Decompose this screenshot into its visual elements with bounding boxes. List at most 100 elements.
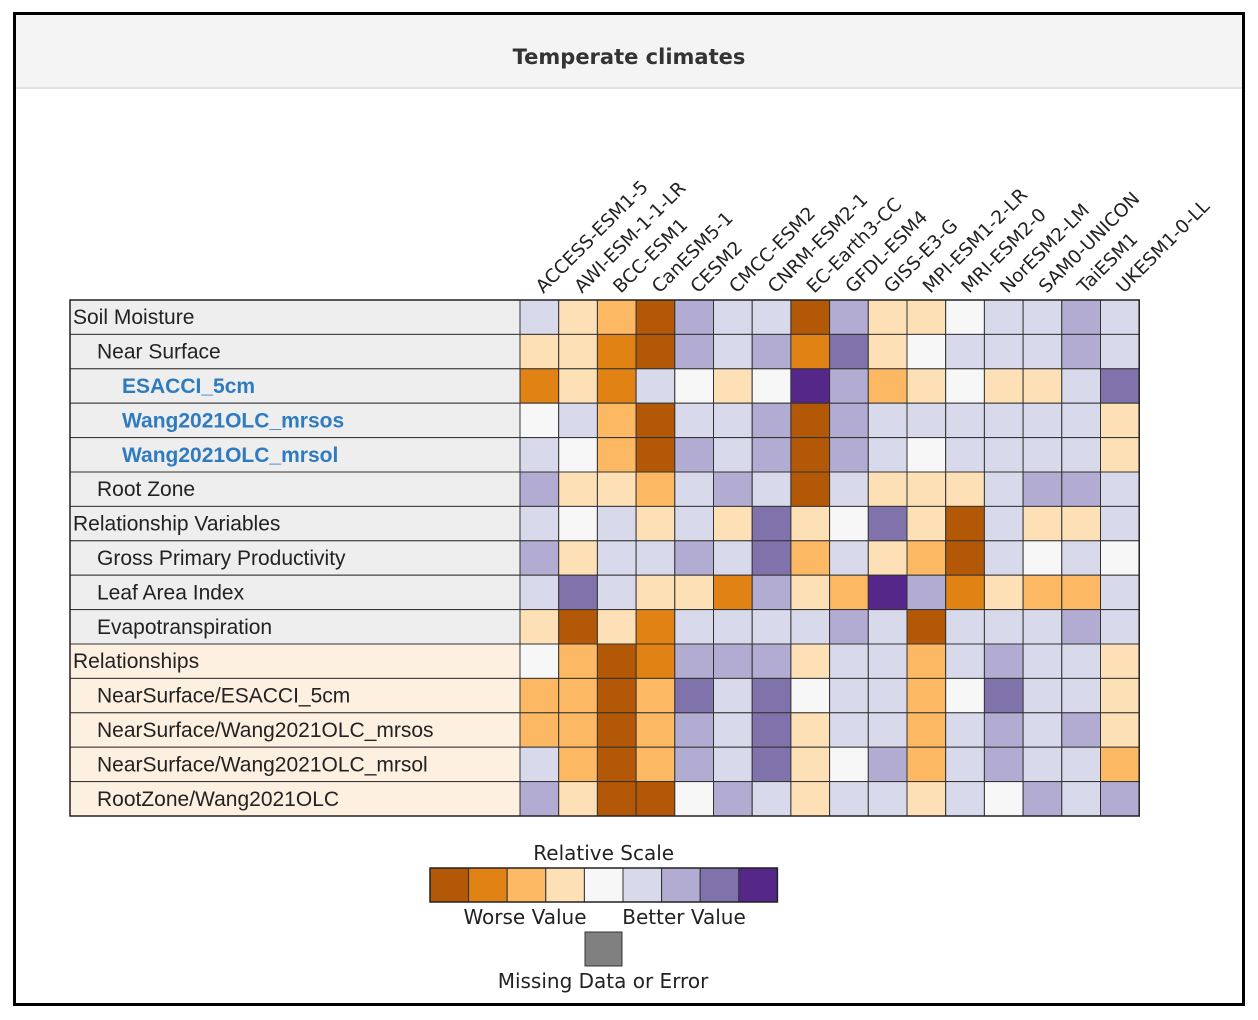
heatmap-cell <box>1100 505 1140 542</box>
legend-swatch <box>506 867 547 903</box>
heatmap-cell <box>829 574 869 611</box>
heatmap-cell <box>829 712 869 748</box>
row-label: Leaf Area Index <box>97 581 245 604</box>
heatmap-cell <box>674 437 714 473</box>
heatmap-cell <box>790 712 831 748</box>
heatmap-cell <box>945 746 985 783</box>
heatmap-cell <box>596 540 637 576</box>
heatmap-cell <box>596 643 637 679</box>
heatmap-cell <box>751 299 792 335</box>
heatmap-cell <box>1061 540 1102 576</box>
heatmap-cell <box>751 540 792 576</box>
heatmap-cell <box>1022 437 1063 473</box>
heatmap-cell <box>751 643 792 679</box>
row-label-link: ESACCI_5cm <box>122 375 255 398</box>
legend-swatch <box>429 867 470 903</box>
row-label-cell <box>69 643 521 679</box>
heatmap-cell <box>751 574 792 611</box>
heatmap-cell <box>1061 574 1102 611</box>
heatmap-cell <box>1100 609 1140 645</box>
heatmap-cell <box>751 437 792 473</box>
heatmap-cell <box>713 437 753 473</box>
heatmap-cell <box>945 437 985 473</box>
heatmap-cell <box>635 471 676 507</box>
heatmap-cell <box>1100 746 1140 783</box>
heatmap-cell <box>829 609 869 645</box>
heatmap-cell <box>558 677 598 714</box>
heatmap-cell <box>867 437 908 473</box>
row-label: Root Zone <box>97 478 195 501</box>
heatmap-cell <box>1100 712 1140 748</box>
heatmap-cell <box>906 746 947 783</box>
row-label-link: Wang2021OLC_mrsos <box>122 409 344 432</box>
heatmap-cell <box>906 781 947 817</box>
heatmap-cell <box>1022 299 1063 335</box>
row-label-cell <box>69 333 521 370</box>
heatmap-cell <box>867 402 908 439</box>
heatmap-cell <box>983 574 1024 611</box>
heatmap-cell <box>596 574 637 611</box>
row-label: Soil Moisture <box>73 306 194 329</box>
heatmap-cell <box>558 437 598 473</box>
heatmap-cell <box>867 505 908 542</box>
heatmap-cell <box>558 402 598 439</box>
heatmap-cell <box>1100 677 1140 714</box>
heatmap-cell <box>983 609 1024 645</box>
heatmap-cell <box>519 505 560 542</box>
heatmap-cell <box>1022 402 1063 439</box>
heatmap-cell <box>1100 299 1140 335</box>
table-border <box>69 299 1140 817</box>
heatmap-cell <box>1061 643 1102 679</box>
heatmap-cell <box>635 368 676 404</box>
heatmap-cell <box>1061 609 1102 645</box>
heatmap-cell <box>945 505 985 542</box>
heatmap-cell <box>906 299 947 335</box>
heatmap-cell <box>867 781 908 817</box>
legend-better-label: Better Value <box>622 905 746 929</box>
row-label: NearSurface/Wang2021OLC_mrsos <box>97 719 434 742</box>
heatmap-cell <box>1022 540 1063 576</box>
heatmap-cell <box>945 677 985 714</box>
heatmap-cell <box>1022 643 1063 679</box>
heatmap-cell <box>983 505 1024 542</box>
row-label: Near Surface <box>97 341 221 364</box>
heatmap-cell <box>519 746 560 783</box>
legend-swatch <box>583 867 624 903</box>
heatmap-cell <box>906 505 947 542</box>
heatmap-cell <box>1100 437 1140 473</box>
heatmap-cell <box>790 299 831 335</box>
heatmap-cell <box>983 402 1024 439</box>
heatmap-cell <box>596 505 637 542</box>
heatmap-cell <box>713 505 753 542</box>
heatmap-cell <box>945 368 985 404</box>
heatmap-cell <box>751 402 792 439</box>
heatmap-cell <box>558 471 598 507</box>
row-label-cell <box>69 402 521 439</box>
heatmap-cell <box>596 471 637 507</box>
heatmap-cell <box>829 471 869 507</box>
heatmap-cell <box>596 677 637 714</box>
heatmap-cell <box>635 643 676 679</box>
heatmap-cell <box>1022 333 1063 370</box>
heatmap-cell <box>829 505 869 542</box>
heatmap-cell <box>983 437 1024 473</box>
heatmap-cell <box>790 540 831 576</box>
heatmap-cell <box>829 368 869 404</box>
heatmap-cell <box>867 368 908 404</box>
heatmap-cell <box>1061 712 1102 748</box>
heatmap-cell <box>713 574 753 611</box>
heatmap-cell <box>674 471 714 507</box>
heatmap-cell <box>674 368 714 404</box>
legend-border <box>429 867 779 903</box>
legend-swatch <box>468 867 508 903</box>
heatmap-cell <box>596 368 637 404</box>
heatmap-cell <box>790 471 831 507</box>
heatmap-cell <box>829 677 869 714</box>
heatmap-cell <box>674 540 714 576</box>
heatmap-cell <box>829 299 869 335</box>
heatmap-cell <box>983 746 1024 783</box>
heatmap-cell <box>635 437 676 473</box>
heatmap-cell <box>635 781 676 817</box>
heatmap-cell <box>558 643 598 679</box>
